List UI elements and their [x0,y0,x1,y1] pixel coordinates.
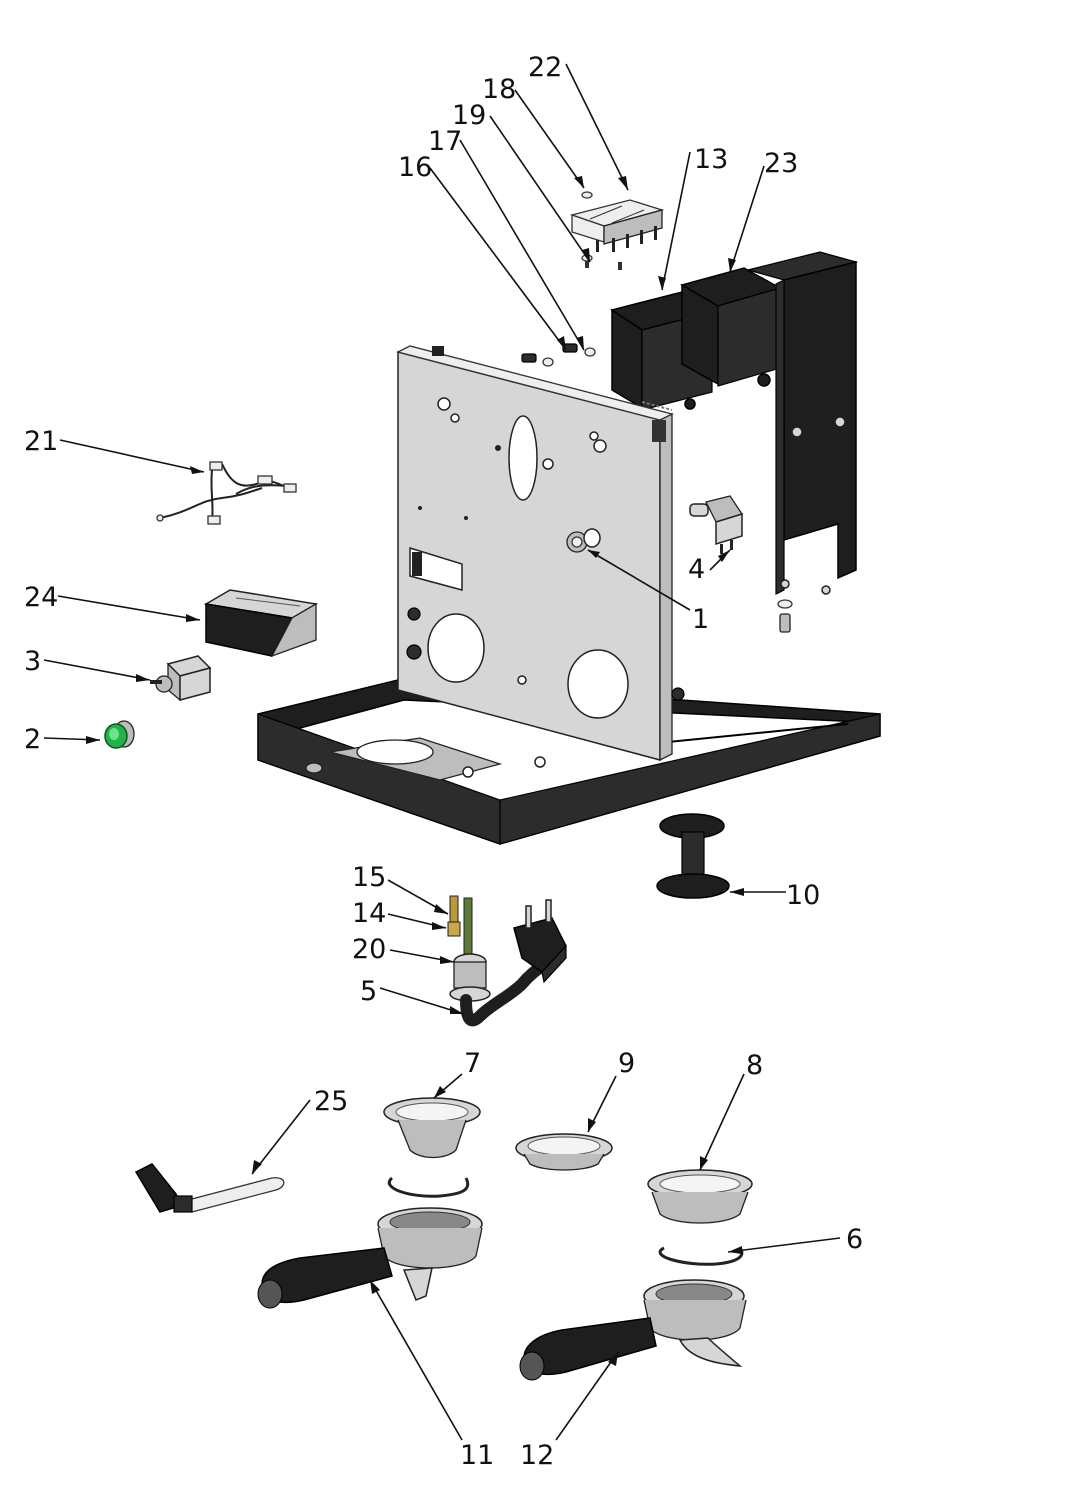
part-9-filter-basket [515,1133,613,1171]
callout-16: 16 [398,152,432,183]
part-8-filter-basket [647,1169,753,1224]
part-14-nut [447,921,461,937]
callout-5: 5 [360,976,377,1007]
arrowheads [86,176,744,1366]
callout-7: 7 [464,1048,481,1079]
callout-17: 17 [428,126,462,157]
callout-3: 3 [24,646,41,677]
callout-24: 24 [24,582,58,613]
callout-18: 18 [482,74,516,105]
spring-clip-upper [387,1176,470,1198]
part-1-nut [566,528,601,553]
part-10-tamper [656,813,730,899]
part-2-indicator-lamp [104,720,135,749]
callout-11: 11 [460,1440,494,1471]
leader-lines [43,63,841,1441]
callout-19: 19 [452,100,486,131]
back-plate [396,345,685,768]
callout-8: 8 [746,1050,763,1081]
part-20-cable-gland [449,897,491,1002]
callout-12: 12 [520,1440,554,1471]
base-frame [257,679,881,845]
callout-4: 4 [688,554,705,585]
callout-22: 22 [528,52,562,83]
callout-labels: 22 18 19 17 16 13 23 21 4 1 24 3 2 15 14… [24,52,863,1471]
callout-23: 23 [764,148,798,179]
part-3-toggle-switch [150,655,212,702]
callout-2: 2 [24,724,41,755]
callout-1: 1 [692,604,709,635]
callout-25: 25 [314,1086,348,1117]
part-16-17-screws [521,343,596,367]
part-18-screw [581,191,593,199]
callout-15: 15 [352,862,386,893]
callout-9: 9 [618,1048,635,1079]
part-21-wire-harness [156,461,297,525]
part-12-portafilter [519,1279,747,1381]
callout-14: 14 [352,898,386,929]
part-6-spring-clip [658,1246,744,1266]
callout-10: 10 [786,880,820,911]
part-22-terminal-block [569,199,665,252]
part-23-bracket-assembly [680,251,859,633]
part-4-switch [689,495,744,554]
callout-6: 6 [846,1224,863,1255]
part-5-power-cord [460,899,567,1027]
callout-21: 21 [24,426,58,457]
callout-20: 20 [352,934,386,965]
callout-13: 13 [694,144,728,175]
part-11-portafilter [257,1207,483,1309]
part-25-handle [134,1163,285,1213]
part-24-bezel [203,589,319,658]
part-7-filter-basket [383,1097,481,1159]
